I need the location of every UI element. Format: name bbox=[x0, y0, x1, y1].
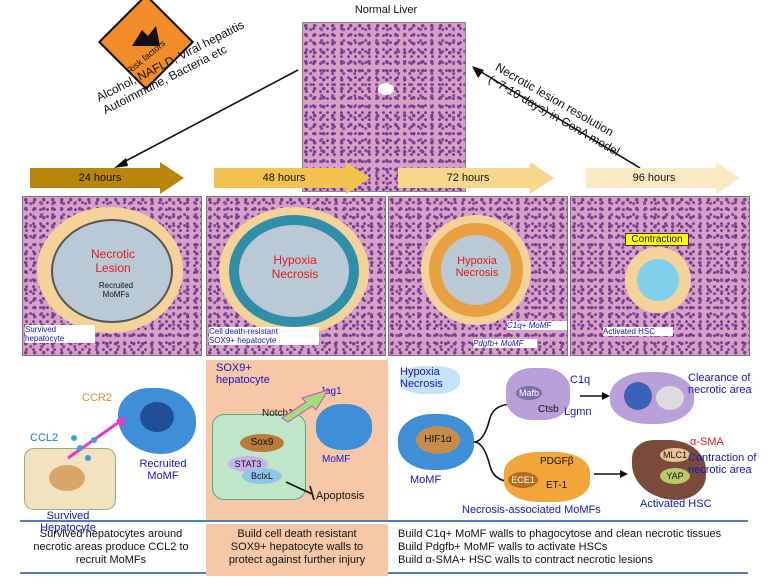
sox9-hepatocyte-title: SOX9+ hepatocyte bbox=[216, 362, 270, 386]
survived-hepatocyte-label: Survived hepatocyte bbox=[25, 325, 95, 343]
recruited-momfs-label: Recruited MoMFs bbox=[98, 281, 134, 299]
hif-node: HIF1α bbox=[416, 426, 460, 454]
panel-24h: Necrotic Lesion Recruited MoMFs Survived… bbox=[22, 196, 202, 356]
apoptosis-inhibit bbox=[285, 481, 315, 500]
timeline bbox=[30, 162, 740, 194]
arrow-72h bbox=[398, 162, 554, 194]
lgmn-label: Lgmn bbox=[564, 406, 592, 418]
summary-line2: Build Pdgfb+ MoMF walls to activate HSCs bbox=[398, 541, 608, 553]
contraction-label: Contraction bbox=[625, 233, 689, 246]
sox9-node: Sox9 bbox=[240, 434, 284, 452]
clearance-label: Clearance of necrotic area bbox=[688, 372, 752, 396]
necrotic-core bbox=[239, 225, 349, 317]
hypoxia-cloud bbox=[400, 366, 460, 394]
momf-label-2: MoMF bbox=[322, 454, 351, 465]
central-vein bbox=[378, 83, 394, 95]
panel-72h: Hypoxia Necrosis C1q+ MoMF Pdgfb+ MoMF bbox=[388, 196, 568, 356]
ccl2-ccr2-arrow bbox=[67, 416, 126, 461]
activated-hsc-label: Activated HSC bbox=[603, 327, 673, 336]
notch1-label: Notch1 bbox=[262, 408, 294, 419]
contraction-label-2: Contraction of necrotic area bbox=[688, 452, 757, 476]
et1-label: ET-1 bbox=[546, 480, 568, 491]
ece1-node: ECE1 bbox=[508, 472, 538, 488]
summary-col2: Build cell death resistant SOX9+ hepatoc… bbox=[206, 524, 388, 576]
jag1-label: Jag1 bbox=[320, 386, 342, 397]
momf-nucleus bbox=[140, 402, 174, 432]
label-24h: 24 hours bbox=[78, 172, 122, 184]
ccl2-label: CCL2 bbox=[30, 432, 59, 444]
clearance-cell bbox=[610, 372, 694, 424]
clearance-arrow bbox=[580, 392, 610, 400]
panel-48h: Hypoxia Necrosis Cell death-resistant SO… bbox=[206, 196, 386, 356]
top-rule bbox=[20, 520, 748, 522]
necrotic-core bbox=[441, 235, 511, 305]
recruited-momf-label: Recruited MoMF bbox=[139, 458, 187, 482]
top-arrows bbox=[114, 66, 641, 169]
hsc-center bbox=[637, 259, 679, 301]
hypoxia-necrosis-label: Hypoxia Necrosis bbox=[455, 255, 499, 279]
activated-hsc-label-2: Activated HSC bbox=[640, 498, 712, 510]
hypoxia-necrosis-label: Hypoxia Necrosis bbox=[271, 253, 319, 281]
label-48h: 48 hours bbox=[262, 172, 306, 184]
ccr2-label: CCR2 bbox=[82, 392, 112, 404]
momf-cell-2 bbox=[316, 404, 372, 450]
summary-col1: Survived hepatocytes around necrotic are… bbox=[33, 528, 189, 566]
pdgfb-label: PDGFβ bbox=[540, 456, 574, 467]
hypoxia-label: Hypoxia Necrosis bbox=[400, 366, 443, 390]
yap-node: YAP bbox=[660, 468, 690, 484]
survived-hepatocyte-label: Survived Hepatocyte bbox=[40, 510, 96, 534]
momf-label-3: MoMF bbox=[410, 474, 442, 486]
normal-liver-image bbox=[302, 22, 466, 192]
momf-cell-3: HIF1α bbox=[398, 414, 474, 470]
risk-icon bbox=[126, 22, 166, 52]
necrotic-debris bbox=[656, 386, 684, 410]
c1q-momf-label: C1q+ MoMF bbox=[507, 321, 567, 330]
necrotic-core bbox=[51, 219, 173, 323]
c1q-label: C1q bbox=[570, 374, 591, 386]
pdgfb-momf-label: Pdgfb+ MoMF bbox=[473, 339, 537, 348]
hsc-arrow bbox=[594, 470, 628, 478]
arrow-48h bbox=[214, 162, 370, 194]
normal-liver-title: Normal Liver bbox=[354, 4, 418, 16]
apoptosis-label: Apoptosis bbox=[316, 490, 365, 502]
ctsb-label: Ctsb bbox=[538, 404, 559, 415]
hepatocyte-nucleus bbox=[49, 465, 85, 491]
asma-label: α-SMA bbox=[690, 436, 724, 448]
bclxl-node: BclxL bbox=[242, 468, 282, 484]
summary-line3: Build α-SMA+ HSC walls to contract necro… bbox=[398, 554, 653, 566]
mlc1-node: MLC1 bbox=[660, 448, 690, 462]
clearance-nucleus bbox=[624, 382, 652, 410]
summary-line1: Build C1q+ MoMF walls to phagocytose and… bbox=[398, 528, 722, 540]
summary-col3: Build C1q+ MoMF walls to phagocytose and… bbox=[398, 528, 758, 567]
arrow-96h bbox=[586, 162, 740, 194]
necrosis-momfs-label: Necrosis-associated MoMFs bbox=[462, 504, 601, 516]
label-72h: 72 hours bbox=[446, 172, 490, 184]
sox9-note: Cell death-resistant SOX9+ hepatocyte bbox=[209, 327, 319, 345]
momf-cell bbox=[118, 388, 196, 454]
panel-96h: Contraction Activated HSC bbox=[570, 196, 750, 356]
mafb-node: Mafb bbox=[516, 386, 542, 400]
arrow-24h bbox=[30, 162, 184, 194]
necrotic-lesion-label: Necrotic Lesion bbox=[90, 247, 135, 275]
label-96h: 96 hours bbox=[632, 172, 676, 184]
notch-jag-arrow bbox=[281, 389, 330, 423]
